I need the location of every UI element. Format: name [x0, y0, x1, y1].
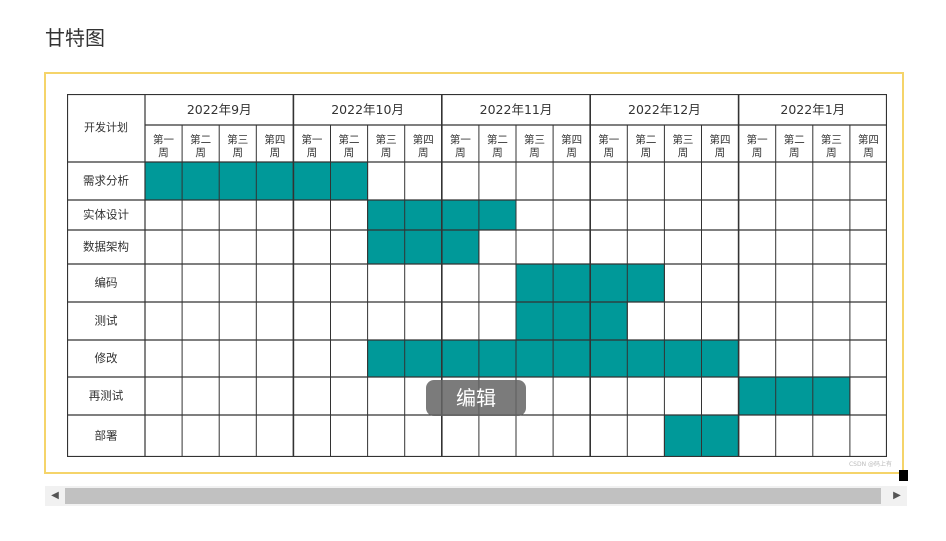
- resize-handle[interactable]: [899, 470, 908, 481]
- month-label: 2022年9月: [187, 102, 252, 117]
- week-label: 第二: [635, 133, 656, 146]
- week-label: 周: [381, 147, 392, 159]
- page-title: 甘特图: [45, 26, 105, 50]
- corner-label: 开发计划: [84, 120, 128, 134]
- scrollbar-thumb[interactable]: [65, 488, 881, 504]
- week-label: 周: [641, 147, 652, 159]
- task-label: 需求分析: [83, 174, 129, 188]
- week-label: 周: [492, 147, 503, 159]
- gantt-bar: [738, 376, 851, 416]
- edit-button[interactable]: 编辑: [426, 380, 526, 416]
- week-label: 周: [455, 147, 466, 159]
- week-label: 第二: [784, 133, 805, 146]
- week-label: 第一: [450, 133, 471, 146]
- gantt-bar: [515, 301, 628, 341]
- grid-border: [67, 94, 887, 457]
- week-label: 周: [418, 147, 429, 159]
- scroll-left-icon[interactable]: ◀: [51, 490, 59, 501]
- week-label: 周: [270, 147, 281, 159]
- week-label: 第二: [487, 133, 508, 146]
- week-label: 周: [678, 147, 689, 159]
- week-label: 周: [307, 147, 318, 159]
- week-label: 第四: [264, 133, 285, 146]
- week-label: 周: [715, 147, 726, 159]
- week-label: 周: [752, 147, 763, 159]
- scroll-right-icon[interactable]: ▶: [893, 490, 901, 501]
- week-label: 第四: [710, 133, 731, 146]
- week-label: 第一: [598, 133, 619, 146]
- task-label: 部署: [95, 429, 118, 443]
- week-label: 第二: [339, 133, 360, 146]
- week-label: 第三: [227, 133, 248, 146]
- watermark: CSDN @码上有: [848, 461, 892, 468]
- week-label: 第一: [747, 133, 768, 146]
- horizontal-scrollbar[interactable]: ◀ ▶: [45, 486, 907, 506]
- week-label: 周: [863, 147, 874, 159]
- week-label: 第四: [561, 133, 582, 146]
- week-label: 周: [233, 147, 244, 159]
- month-label: 2022年10月: [331, 102, 404, 117]
- week-label: 第三: [672, 133, 693, 146]
- week-label: 第三: [821, 133, 842, 146]
- week-label: 第一: [153, 133, 174, 146]
- task-label: 数据架构: [83, 240, 129, 254]
- week-label: 第一: [301, 133, 322, 146]
- week-label: 周: [529, 147, 540, 159]
- month-label: 2022年11月: [480, 102, 553, 117]
- week-label: 周: [195, 147, 206, 159]
- week-label: 周: [566, 147, 577, 159]
- month-label: 2022年1月: [780, 102, 845, 117]
- task-label: 编码: [95, 276, 118, 290]
- task-label: 修改: [95, 351, 118, 365]
- task-label: 测试: [95, 314, 118, 328]
- week-label: 第三: [524, 133, 545, 146]
- week-label: 周: [344, 147, 355, 159]
- task-label: 实体设计: [83, 208, 129, 222]
- week-label: 周: [158, 147, 169, 159]
- week-label: 周: [826, 147, 837, 159]
- week-label: 第四: [413, 133, 434, 146]
- week-label: 周: [604, 147, 615, 159]
- task-label: 再测试: [89, 389, 124, 403]
- week-label: 第三: [376, 133, 397, 146]
- month-label: 2022年12月: [628, 102, 701, 117]
- week-label: 第二: [190, 133, 211, 146]
- week-label: 周: [789, 147, 800, 159]
- week-label: 第四: [858, 133, 879, 146]
- gantt-bar: [367, 229, 480, 265]
